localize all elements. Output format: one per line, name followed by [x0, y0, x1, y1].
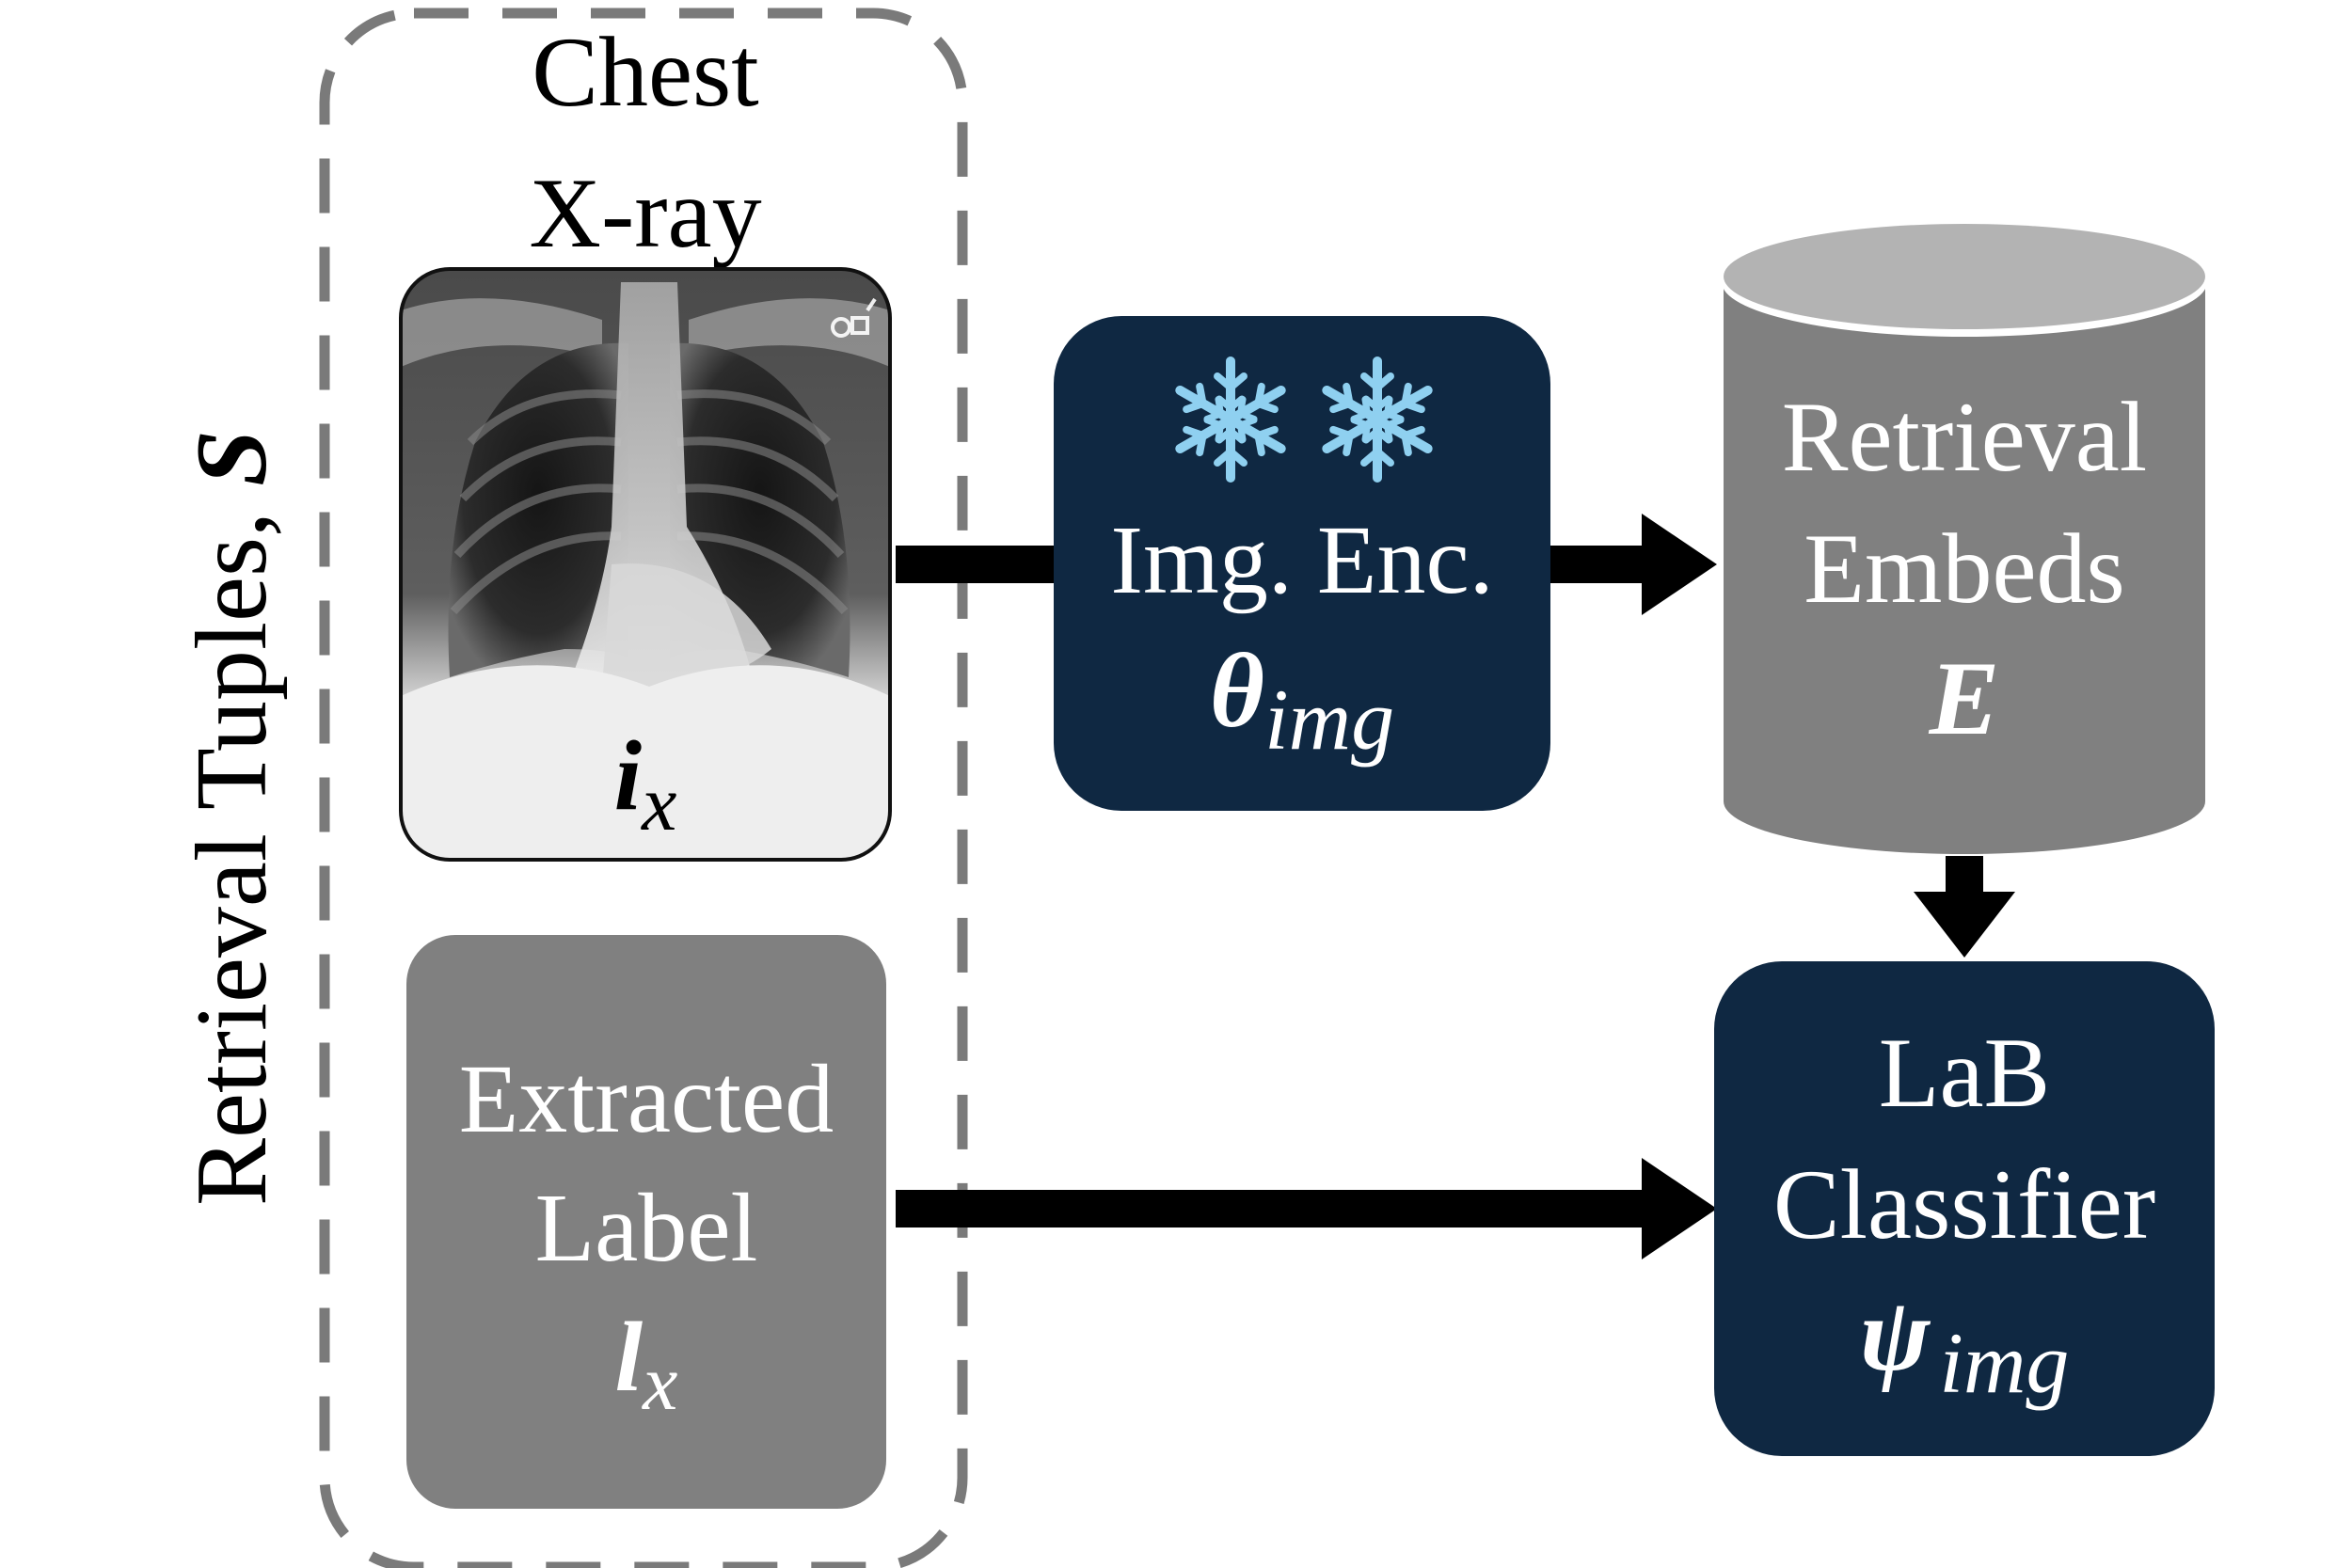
arrow-embeds-to-classifier-shaft — [1946, 856, 1983, 894]
chest-xray-image — [401, 269, 890, 860]
arrow-xray-to-encoder — [896, 546, 1054, 583]
lab-classifier-line1: LaB — [1879, 1018, 2051, 1128]
encoder-symbol: θimg — [1210, 633, 1394, 768]
arrow-label-to-classifier-shaft — [896, 1190, 1645, 1227]
chest-xray-frame — [399, 267, 892, 862]
retrieval-embeds-line1: Retrieval — [1782, 382, 2148, 492]
image-encoder-box — [1054, 316, 1550, 811]
embeds-symbol: E — [1929, 641, 2000, 757]
chest-xray-title-line1: Chest — [532, 17, 758, 127]
arrow-label-to-classifier-head — [1642, 1158, 1717, 1259]
arrow-encoder-to-embeds-shaft — [1550, 546, 1645, 583]
arrow-embeds-to-classifier-head — [1914, 892, 2015, 958]
retrieval-embeds-database — [1722, 224, 2207, 854]
label-symbol: lx — [615, 1302, 678, 1427]
image-symbol: ix — [614, 721, 677, 847]
extracted-label-line1: Extracted — [459, 1045, 834, 1153]
arrow-encoder-to-embeds-head — [1642, 514, 1717, 615]
image-encoder-label: Img. Enc. — [1110, 506, 1493, 614]
retrieval-tuples-group — [319, 8, 968, 1568]
lab-classifier-line2: Classifier — [1773, 1149, 2155, 1259]
retrieval-tuples-label: Retrieval Tuples, S — [176, 430, 288, 1206]
retrieval-embeds-line2: Embeds — [1804, 514, 2125, 624]
chest-xray-title-line2: X-ray — [529, 158, 761, 268]
lab-classifier-box — [1714, 961, 2215, 1456]
extracted-label-line2: Label — [535, 1174, 758, 1282]
extracted-label-box — [406, 935, 886, 1509]
